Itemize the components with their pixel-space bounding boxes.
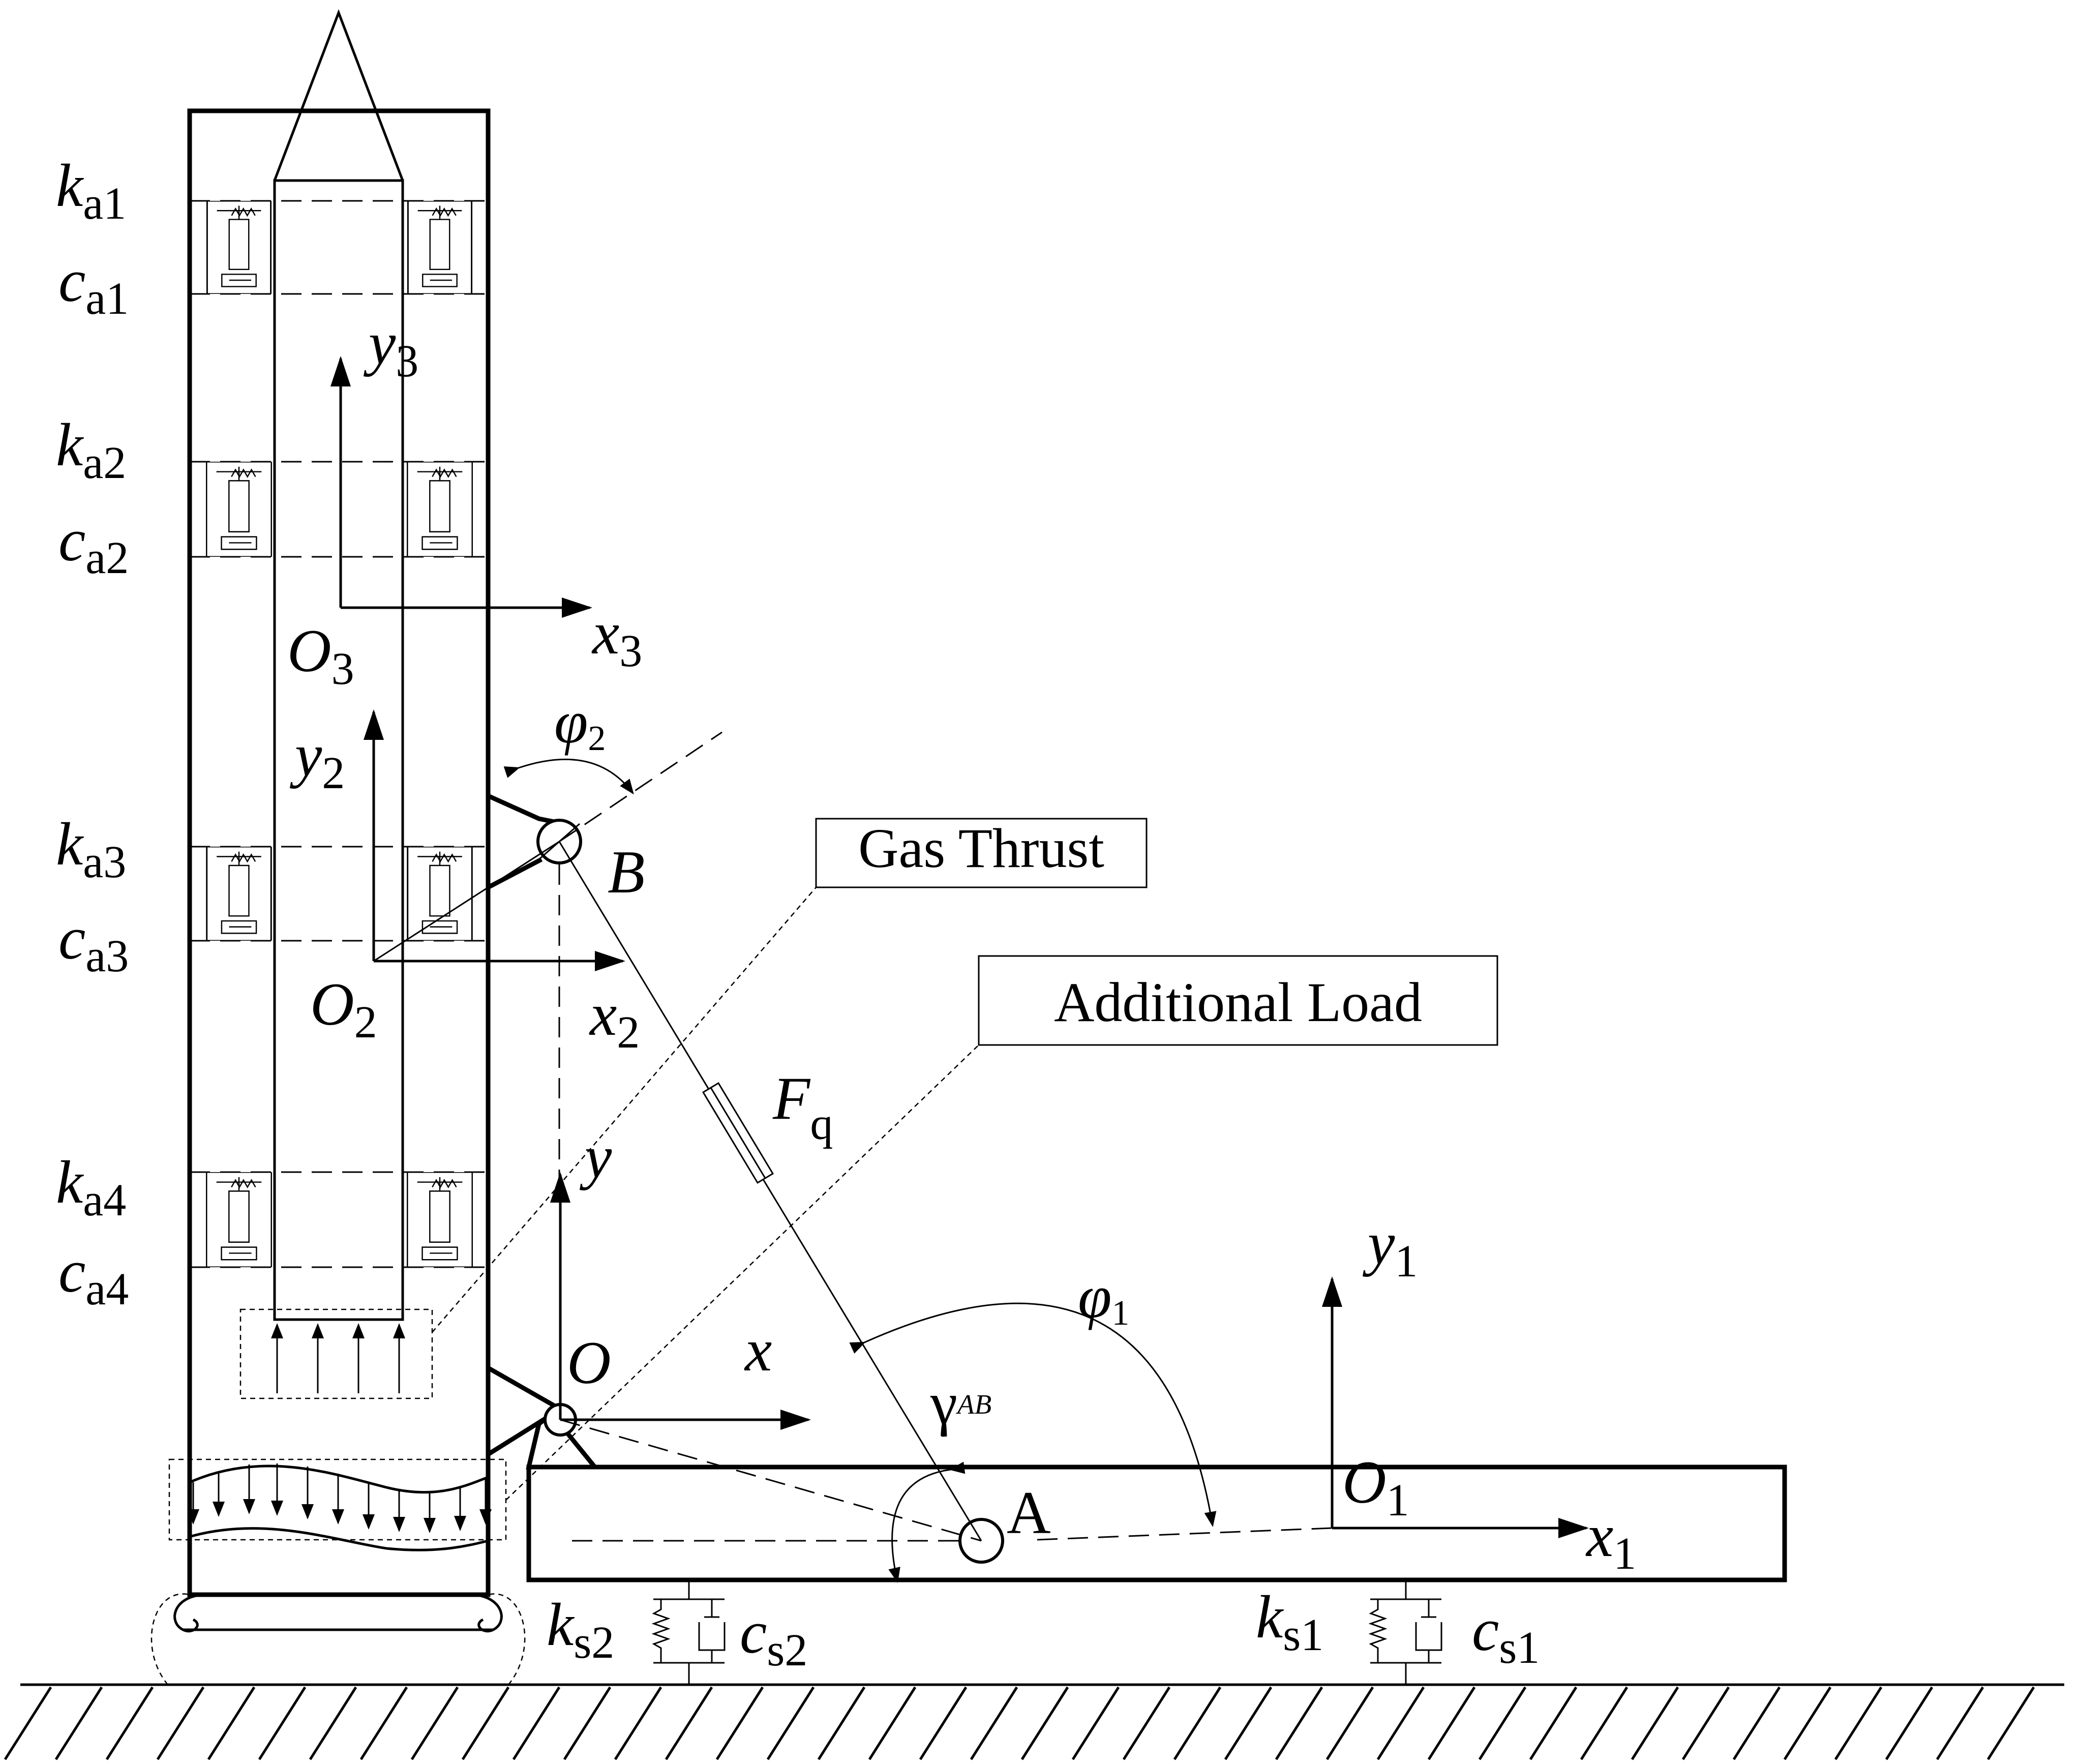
ground-hatch-line [1478, 1686, 1527, 1760]
gas-thrust-text: Gas Thrust [858, 817, 1104, 879]
ground-hatch-line [614, 1686, 662, 1760]
ground-hatch-line [1376, 1686, 1425, 1760]
ground-hatch-line [970, 1686, 1018, 1760]
label-ca2: ca2 [58, 506, 129, 583]
ground-hatch-line [1986, 1686, 2035, 1760]
actuator-AB [558, 841, 982, 1541]
missile-body [273, 179, 404, 1321]
ground-hatch-line [1275, 1686, 1323, 1760]
axes [330, 356, 1589, 1583]
label-x1: x1 [1585, 1502, 1636, 1579]
additional-load-text: Additional Load [1054, 971, 1422, 1033]
ground-hatch-line [817, 1686, 866, 1760]
label-gammaAB: γAB [930, 1369, 991, 1437]
ground-hatch-line [410, 1686, 459, 1760]
tube-base-foot [150, 1593, 526, 1685]
label-ka4: ka4 [56, 1148, 126, 1225]
label-ca3: ca3 [58, 904, 129, 981]
label-ka2: ka2 [56, 411, 126, 488]
ground-hatch-line [54, 1686, 103, 1760]
ground-hatch-line [1732, 1686, 1781, 1760]
ground-hatch-line [1936, 1686, 1984, 1760]
ground-hatch-line [1173, 1686, 1222, 1760]
ground-hatch-line [156, 1686, 205, 1760]
additional-load-arrows [168, 1458, 507, 1551]
phi2-arc [503, 758, 634, 795]
label-cs1: cs1 [1472, 1596, 1540, 1673]
label-x3: x3 [591, 599, 642, 676]
ground-hatch-line [563, 1686, 612, 1760]
ground-hatch-line [868, 1686, 917, 1760]
ground-hatch-line [665, 1686, 713, 1760]
labels: ka1 ca1 ka2 ca2 ka3 ca3 ka4 ca4 y3 x3 O3… [56, 152, 1636, 1676]
callout-gas-thrust: Gas Thrust [432, 817, 1148, 1333]
ground-hatch-line [1529, 1686, 1578, 1760]
ground-hatch-line [715, 1686, 764, 1760]
label-cs2: cs2 [740, 1598, 807, 1676]
label-A: A [1007, 1479, 1051, 1546]
gas-thrust-arrows [239, 1308, 433, 1399]
callout-additional-load: Additional Load [505, 955, 1498, 1501]
label-O2: O2 [310, 970, 377, 1048]
ground-hatch-line [1834, 1686, 1883, 1760]
ground-hatch-line [1783, 1686, 1832, 1760]
ground-hatch-line [258, 1686, 307, 1760]
ground-hatch-line [359, 1686, 408, 1760]
label-x: x [744, 1316, 772, 1384]
adapter-dashed-lines [190, 200, 488, 1268]
ground-hatch-line [207, 1686, 256, 1760]
ground-hatch-line [1325, 1686, 1374, 1760]
gammaAB-arc [888, 1461, 966, 1583]
ground-hatch-line [1681, 1686, 1730, 1760]
label-phi1: φ1 [1078, 1263, 1129, 1333]
label-phi2: φ2 [554, 688, 606, 758]
vehicle-platform [487, 793, 1787, 1582]
ground-hatch-line [1071, 1686, 1120, 1760]
launch-tube [150, 9, 526, 1685]
ground-hatch-line [1020, 1686, 1069, 1760]
gas-thrust-box [815, 818, 1148, 888]
additional-load-box [978, 955, 1498, 1046]
ground-hatch-line [309, 1686, 357, 1760]
ground-hatch-line [4, 1686, 52, 1760]
label-ca4: ca4 [58, 1237, 129, 1314]
missile-nose [273, 9, 404, 181]
suspension-rear [651, 1580, 726, 1685]
label-O1: O1 [1342, 1448, 1409, 1526]
ground-hatch-line [1427, 1686, 1476, 1760]
label-ca1: ca1 [58, 247, 129, 324]
label-y3: y3 [363, 309, 418, 386]
label-O: O [567, 1329, 611, 1396]
launch-tube-outer [187, 108, 491, 1597]
label-ka3: ka3 [56, 810, 126, 887]
label-O3: O3 [287, 617, 354, 694]
ground-hatch-line [1224, 1686, 1273, 1760]
phi1-arc [849, 1302, 1217, 1527]
label-y1: y1 [1362, 1209, 1418, 1287]
ground-hatch-line [105, 1686, 154, 1760]
suspension-front [1368, 1580, 1442, 1685]
ground-hatch-line [1122, 1686, 1171, 1760]
label-ks2: ks2 [547, 1591, 614, 1668]
ground [4, 1683, 2064, 1760]
ground-hatch-line [1631, 1686, 1679, 1760]
label-x2: x2 [589, 980, 640, 1058]
ground-hatch-line [461, 1686, 510, 1760]
ground-hatch-line [512, 1686, 561, 1760]
ground-hatch-line [1885, 1686, 1934, 1760]
label-y2: y2 [289, 721, 345, 798]
ground-hatch-line [1580, 1686, 1629, 1760]
ground-hatching [4, 1686, 2035, 1760]
label-y: y [579, 1123, 612, 1190]
label-B: B [608, 838, 645, 906]
label-ka1: ka1 [56, 152, 126, 229]
ground-hatch-line [919, 1686, 968, 1760]
label-Fq: Fq [772, 1064, 833, 1149]
label-ks1: ks1 [1256, 1583, 1323, 1660]
ground-hatch-line [766, 1686, 815, 1760]
